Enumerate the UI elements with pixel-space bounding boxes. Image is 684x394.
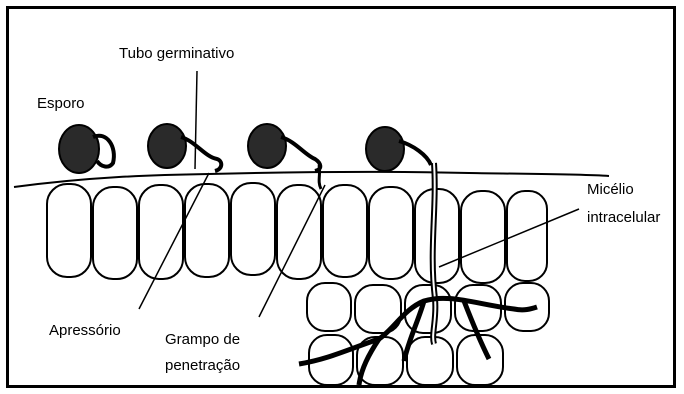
label-mycelium-1: Micélio (587, 181, 634, 199)
label-germ-tube: Tubo germinativo (119, 45, 234, 63)
label-appressorium: Apressório (49, 322, 121, 340)
spore (366, 127, 404, 171)
label-penetration-peg-1: Grampo de (165, 331, 240, 349)
penetration-peg (319, 165, 321, 189)
spores (59, 124, 431, 173)
epidermal-cell (461, 191, 505, 283)
diagram-frame: Esporo Tubo germinativo Apressório Gramp… (6, 6, 676, 388)
label-mycelium-2: intracelular (587, 209, 660, 227)
epidermis-cells (47, 183, 547, 283)
spore (248, 124, 286, 168)
epidermal-cell (93, 187, 137, 279)
spore (59, 125, 99, 173)
germ-tube-leader (195, 71, 197, 169)
label-spore: Esporo (37, 95, 85, 113)
cuticle-line (14, 172, 609, 187)
label-penetration-peg-2: penetração (165, 357, 240, 375)
mesophyll-cell (407, 337, 453, 385)
epidermal-cell (277, 185, 321, 279)
epidermal-cell (47, 184, 91, 277)
epidermal-cell (231, 183, 275, 275)
epidermal-cell (323, 185, 367, 277)
mesophyll-cell (307, 283, 351, 331)
epidermal-cell (185, 184, 229, 277)
spore (148, 124, 186, 168)
epidermal-cell (369, 187, 413, 279)
